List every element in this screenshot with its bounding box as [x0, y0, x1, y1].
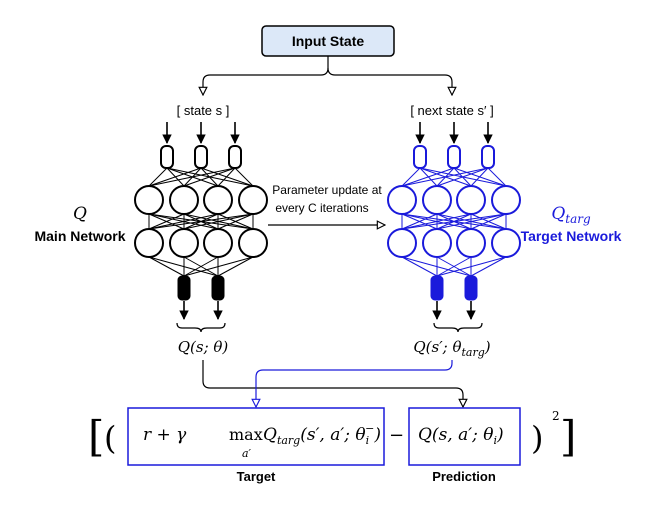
update-line-1: Parameter update at [272, 183, 382, 197]
target-label: Target [237, 469, 276, 484]
main-net-hidden-1-node-4 [238, 185, 268, 215]
target-expression: r + γ [143, 425, 187, 445]
target-net-connections [401, 167, 507, 277]
main-net-input-node-2 [194, 145, 208, 169]
main-net-hidden-2-node-3 [203, 228, 233, 258]
main-net-input-node-3 [228, 145, 242, 169]
main-net-hidden-1-node-1 [134, 185, 164, 215]
loss-formula: [ ( r + γ max a′ Qtarg(s′, a′; θi−) − Q(… [88, 407, 576, 484]
exponent: 2 [552, 409, 560, 423]
main-net-output-node-2 [211, 275, 225, 301]
target-net-hidden-1-node-1 [387, 185, 417, 215]
target-q-symbol: Qtarg [551, 204, 591, 226]
right-paren: ) [531, 419, 543, 457]
main-net-hidden-2-node-4 [238, 228, 268, 258]
prediction-box [408, 407, 521, 466]
main-output-brace [176, 322, 226, 333]
target-input-label: [ next state s′ ] [410, 103, 493, 118]
input-state-node: Input State [261, 25, 395, 57]
minus-sign: − [389, 425, 404, 446]
right-bracket: ] [560, 412, 576, 461]
left-paren: ( [104, 419, 116, 457]
target-output-label: Q(s′; θtarg) [413, 338, 490, 359]
target-output-brace [433, 322, 483, 333]
prediction-label: Prediction [432, 469, 496, 484]
main-net-output-node-1 [177, 275, 191, 301]
main-net-connections [148, 167, 254, 277]
update-line-2: every C iterations [275, 201, 368, 215]
target-net-hidden-1-node-4 [491, 185, 521, 215]
target-net-hidden-2-node-4 [491, 228, 521, 258]
main-net-input-node-1 [160, 145, 174, 169]
target-network [387, 122, 521, 320]
target-net-output-node-2 [464, 275, 478, 301]
target-net-input-node-2 [447, 145, 461, 169]
main-net-hidden-2-node-2 [169, 228, 199, 258]
main-network-name: Main Network [34, 228, 125, 244]
target-to-target-connector [256, 360, 453, 407]
target-net-output-node-1 [430, 275, 444, 301]
target-net-hidden-2-node-1 [387, 228, 417, 258]
max-operator: max [229, 425, 263, 444]
main-output-label: Q(s; θ) [178, 338, 229, 356]
parameter-update-arrow: Parameter update at every C iterations [268, 183, 385, 225]
target-box [127, 407, 385, 466]
input-state-label: Input State [292, 33, 365, 49]
input-split-connector [203, 56, 452, 95]
target-net-hidden-1-node-2 [422, 185, 452, 215]
main-net-hidden-1-node-3 [203, 185, 233, 215]
target-net-hidden-2-node-2 [422, 228, 452, 258]
target-net-input-node-3 [481, 145, 495, 169]
target-net-hidden-1-node-3 [456, 185, 486, 215]
target-q-expression: Qtarg(s′, a′; θi−) [263, 422, 381, 447]
main-net-hidden-1-node-2 [169, 185, 199, 215]
main-network [134, 122, 268, 320]
target-network-name: Target Network [521, 228, 622, 244]
target-net-hidden-2-node-3 [456, 228, 486, 258]
main-input-label: [ state s ] [177, 103, 230, 118]
prediction-expression: Q(s, a′; θi) [418, 425, 504, 447]
left-bracket: [ [88, 412, 104, 461]
main-q-symbol: Q [73, 204, 87, 224]
target-net-input-node-1 [413, 145, 427, 169]
main-net-hidden-2-node-1 [134, 228, 164, 258]
main-to-prediction-connector [202, 360, 463, 407]
max-subscript: a′ [242, 447, 252, 460]
